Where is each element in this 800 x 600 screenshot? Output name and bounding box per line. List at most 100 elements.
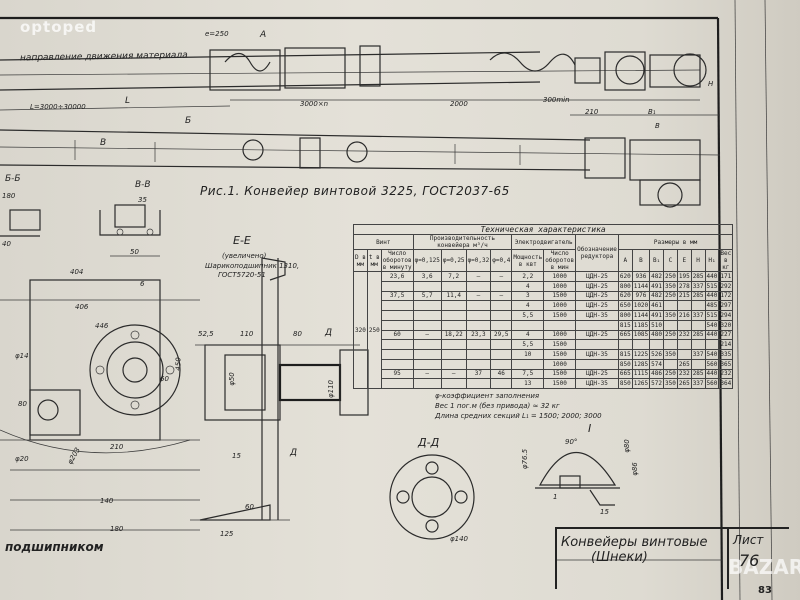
size-B: В <box>631 249 651 272</box>
table-cell <box>690 319 706 331</box>
table-cell: 2,2 <box>511 271 545 282</box>
table-cell: 440 <box>704 329 720 341</box>
table-cell: 250 <box>663 271 678 282</box>
table-cell <box>676 300 692 311</box>
table-cell: ЦДН-25 <box>575 329 619 341</box>
table-cell: 620 <box>617 290 633 302</box>
title-block: Конвейеры винтовые (Шнеки) Лист 76 <box>555 527 789 589</box>
table-cell <box>440 300 467 311</box>
EE-dim-phi50: φ50 <box>227 372 236 386</box>
table-cell <box>575 339 619 350</box>
phi-025: φ=0,25 <box>440 249 467 272</box>
table-cell: 526 <box>649 349 664 360</box>
table-cell: 320 <box>718 319 734 331</box>
table-cell <box>663 300 678 311</box>
technical-characteristics: Техническая характеристика Винт Производ… <box>352 224 734 389</box>
table-cell <box>511 319 545 331</box>
title-block-sheet: Лист 76 <box>727 529 789 589</box>
table-cell: 364 <box>718 378 734 389</box>
table-cell <box>465 339 492 350</box>
table-cell: 665 <box>617 368 633 380</box>
table-cell <box>663 319 678 331</box>
table-cell <box>465 280 492 292</box>
table-cell: 815 <box>617 349 633 360</box>
size-E: Е <box>676 249 692 272</box>
section-mark-A: A <box>260 30 267 40</box>
table-cell: 976 <box>631 290 651 302</box>
table-cell: 5,5 <box>511 339 545 350</box>
table-cell <box>649 339 664 350</box>
table-cell: ЦДН-25 <box>575 290 619 302</box>
table-cell: 4 <box>511 329 545 341</box>
table-cell: 23,6 <box>380 271 414 282</box>
table-cell: 540 <box>704 349 720 360</box>
table-cell: 1020 <box>631 300 651 311</box>
section-BB-dim-40: 40 <box>2 240 11 248</box>
title-block-name: Конвейеры винтовые (Шнеки) <box>561 535 708 565</box>
table-cell <box>412 339 442 350</box>
table-cell: 482 <box>649 290 664 302</box>
table-cell: ЦДН-35 <box>575 378 619 389</box>
table-footnote-1: φ-коэффициент заполнения <box>435 392 540 400</box>
sheet-label: Лист <box>733 533 764 547</box>
table-cell <box>690 339 706 350</box>
table-cell <box>465 378 492 389</box>
table-cell: — <box>412 368 442 380</box>
title-name-line1: Конвейеры винтовые <box>561 535 708 550</box>
section-DD-label: Д-Д <box>418 436 440 449</box>
table-cell: 1000 <box>543 300 577 311</box>
table-cell: — <box>412 329 442 341</box>
table-cell: 250 <box>663 368 678 380</box>
table-cell: ЦДН-25 <box>575 280 619 292</box>
table-cell <box>676 319 692 331</box>
phi-04: φ=0,4 <box>490 249 513 272</box>
table-cell <box>575 358 619 370</box>
col-rpm: Число оборотов в минуту <box>380 249 414 272</box>
table-cell: ЦДН-25 <box>575 271 619 282</box>
table-cell: 515 <box>704 280 720 292</box>
table-cell: 337 <box>690 349 706 360</box>
table-cell: 1500 <box>543 368 577 380</box>
I-dim-angle: 90° <box>565 438 578 446</box>
table-cell: 1500 <box>543 349 577 360</box>
table-cell <box>617 339 633 350</box>
table-cell: 227 <box>718 329 734 341</box>
technical-table: Техническая характеристика Винт Производ… <box>352 224 734 389</box>
table-cell: 7,5 <box>511 368 545 380</box>
table-cell: 461 <box>649 300 664 311</box>
left-end-view <box>0 279 200 531</box>
table-cell: 37 <box>465 368 492 380</box>
left-bottom-text: подшипником <box>5 540 104 554</box>
section-I-drawing <box>535 451 620 506</box>
table-cell: 1500 <box>543 310 577 321</box>
table-cell: 215 <box>676 290 692 302</box>
table-cell <box>465 319 492 331</box>
table-cell: 37,5 <box>380 290 414 302</box>
table-cell: 1000 <box>543 358 577 370</box>
table-cell: 482 <box>649 271 664 282</box>
table-cell <box>412 319 442 331</box>
table-cell <box>465 349 492 360</box>
col-motor-rpm: Число оборотов в мин <box>543 249 577 272</box>
table-cell <box>412 280 442 292</box>
section-EE-sub: (увеличено) <box>222 252 267 260</box>
col-motor: Электродвигатель <box>511 234 577 250</box>
table-cell: 10 <box>511 349 545 360</box>
table-cell <box>490 310 513 321</box>
table-cell: 440 <box>704 290 720 302</box>
EE-mark-D-top: Д <box>325 328 333 338</box>
dim-300min: 300min <box>543 96 570 104</box>
table-cell <box>465 300 492 311</box>
table-cell <box>440 378 467 389</box>
table-cell: 172 <box>718 290 734 302</box>
table-cell: 350 <box>663 378 678 389</box>
table-cell <box>440 319 467 331</box>
table-cell: 29,5 <box>490 329 513 341</box>
table-cell <box>412 378 442 389</box>
left-dim-180: 180 <box>110 525 124 533</box>
I-dim-phi80: φ80 <box>622 439 631 453</box>
table-cell <box>543 319 577 331</box>
